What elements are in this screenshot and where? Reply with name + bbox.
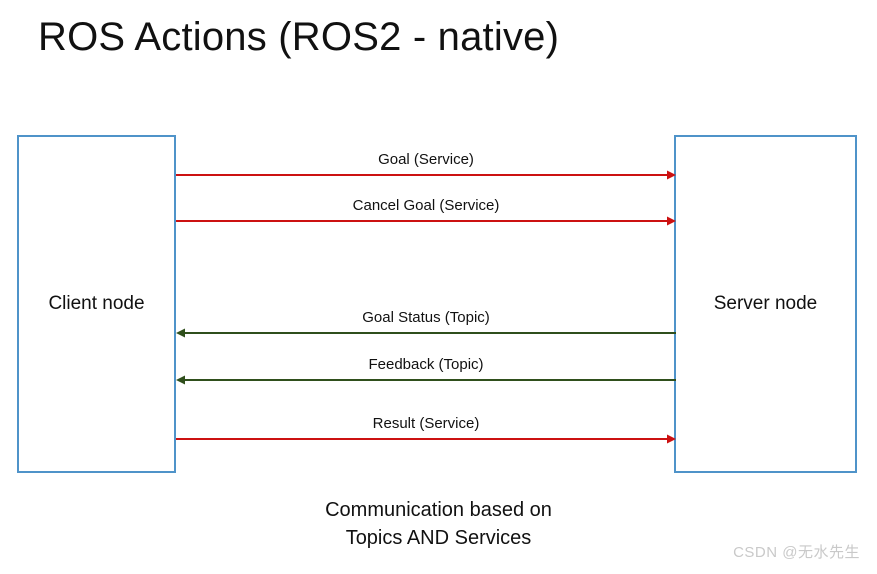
arrow-result-right-icon [176, 434, 676, 444]
server-node-box[interactable]: Server node [674, 135, 857, 473]
arrow-label-feedback: Feedback (Topic) [368, 356, 484, 373]
page-title: ROS Actions (ROS2 - native) [38, 15, 560, 59]
arrow-label-result: Result (Service) [372, 415, 480, 432]
csdn-watermark: CSDN @无水先生 [733, 544, 860, 561]
arrow-label-goal: Goal (Service) [378, 151, 474, 168]
client-node-box[interactable]: Client node [17, 135, 176, 473]
arrow-feedback-left-icon [176, 375, 676, 385]
diagram-caption: Communication based on Topics AND Servic… [0, 496, 877, 552]
arrow-cancel-goal-right-icon [176, 216, 676, 226]
caption-line-1: Communication based on [325, 499, 552, 521]
caption-line-2: Topics AND Services [345, 527, 532, 549]
server-node-label: Server node [713, 293, 818, 314]
arrow-label-cancel-goal: Cancel Goal (Service) [352, 197, 500, 214]
arrow-goal-status-left-icon [176, 328, 676, 338]
arrow-label-goal-status: Goal Status (Topic) [362, 309, 490, 326]
client-node-label: Client node [48, 293, 145, 314]
arrow-goal-right-icon [176, 170, 676, 180]
